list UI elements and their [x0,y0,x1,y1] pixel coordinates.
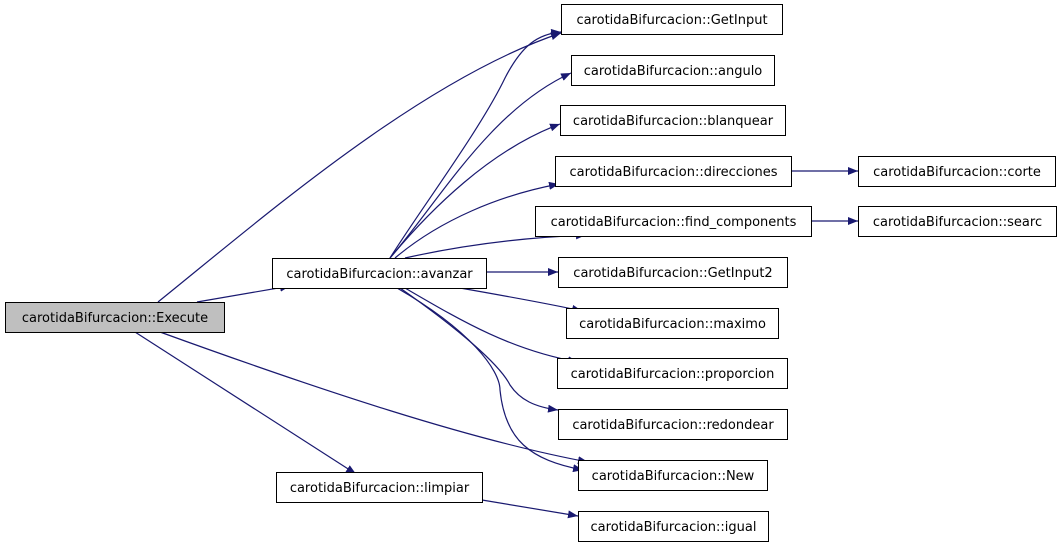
node-label: carotidaBifurcacion::Execute [22,311,208,326]
node-box[interactable] [560,105,786,136]
node-proporcion[interactable]: carotidaBifurcacion::proporcion [557,358,788,389]
edge-avanzar-to-angulo [389,72,572,259]
node-label: carotidaBifurcacion::corte [873,165,1041,180]
edge-avanzar-to-blanquear [389,123,561,259]
node-corte[interactable]: carotidaBifurcacion::corte [858,156,1056,187]
node-box[interactable] [571,55,775,86]
edge-line [159,331,589,465]
edge-execute-to-getinput [157,32,562,303]
node-find_components[interactable]: carotidaBifurcacion::find_components [535,206,812,237]
edge-line [389,72,572,259]
node-label: carotidaBifurcacion::GetInput2 [573,266,772,281]
node-label: carotidaBifurcacion::proporcion [571,367,775,382]
edge-layer [134,28,858,519]
node-label: carotidaBifurcacion::blanquear [573,114,774,129]
edge-line [394,181,560,259]
node-box[interactable] [578,511,769,542]
node-label: carotidaBifurcacion::igual [591,520,757,535]
node-label: carotidaBifurcacion::angulo [584,64,763,79]
node-box[interactable] [558,409,788,440]
node-box[interactable] [535,206,812,237]
node-layer: carotidaBifurcacion::ExecutecarotidaBifu… [5,4,1057,542]
node-redondear[interactable]: carotidaBifurcacion::redondear [558,409,788,440]
node-getinput2[interactable]: carotidaBifurcacion::GetInput2 [558,257,788,288]
node-box[interactable] [272,258,487,289]
edge-line [404,287,579,365]
node-label: carotidaBifurcacion::limpiar [290,481,470,496]
node-direcciones[interactable]: carotidaBifurcacion::direcciones [555,156,792,187]
edge-line [389,28,562,259]
edge-execute-to-new [159,331,589,465]
node-box[interactable] [276,472,483,503]
edge-limpiar-to-igual [481,499,579,519]
edge-avanzar-to-redondear [399,287,559,413]
edge-avanzar-to-new [396,287,584,473]
edge-line [396,287,584,473]
node-box[interactable] [858,206,1057,237]
node-box[interactable] [558,257,788,288]
node-limpiar[interactable]: carotidaBifurcacion::limpiar [276,472,483,503]
node-label: carotidaBifurcacion::GetInput [576,13,767,28]
node-label: carotidaBifurcacion::direcciones [569,165,777,180]
edge-line [134,331,357,475]
edge-line [459,287,583,313]
edge-avanzar-to-maximo [459,287,583,313]
edge-avanzar-to-getinput [389,28,562,259]
edge-avanzar-to-proporcion [404,287,579,365]
node-box[interactable] [5,302,225,333]
edge-line [389,123,561,259]
node-searc[interactable]: carotidaBifurcacion::searc [858,206,1057,237]
edge-line [399,287,559,413]
edge-execute-to-limpiar [134,331,357,475]
node-getinput[interactable]: carotidaBifurcacion::GetInput [561,4,783,35]
node-label: carotidaBifurcacion::searc [873,215,1042,230]
edge-avanzar-to-direcciones [394,181,560,259]
node-box[interactable] [557,358,788,389]
node-new[interactable]: carotidaBifurcacion::New [578,460,768,491]
node-execute[interactable]: carotidaBifurcacion::Execute [5,302,225,333]
node-label: carotidaBifurcacion::maximo [579,317,766,332]
node-box[interactable] [578,460,768,491]
node-igual[interactable]: carotidaBifurcacion::igual [578,511,769,542]
edge-line [404,231,587,259]
node-label: carotidaBifurcacion::find_components [551,215,797,230]
node-angulo[interactable]: carotidaBifurcacion::angulo [571,55,775,86]
node-avanzar[interactable]: carotidaBifurcacion::avanzar [272,258,487,289]
node-box[interactable] [561,4,783,35]
edge-line [481,499,579,519]
node-maximo[interactable]: carotidaBifurcacion::maximo [566,308,779,339]
edge-avanzar-to-find_components [404,231,587,259]
node-box[interactable] [555,156,792,187]
node-label: carotidaBifurcacion::redondear [572,418,774,433]
node-blanquear[interactable]: carotidaBifurcacion::blanquear [560,105,786,136]
node-label: carotidaBifurcacion::avanzar [286,267,473,282]
node-label: carotidaBifurcacion::New [592,469,755,484]
edge-line [157,32,562,303]
node-box[interactable] [858,156,1056,187]
node-box[interactable] [566,308,779,339]
